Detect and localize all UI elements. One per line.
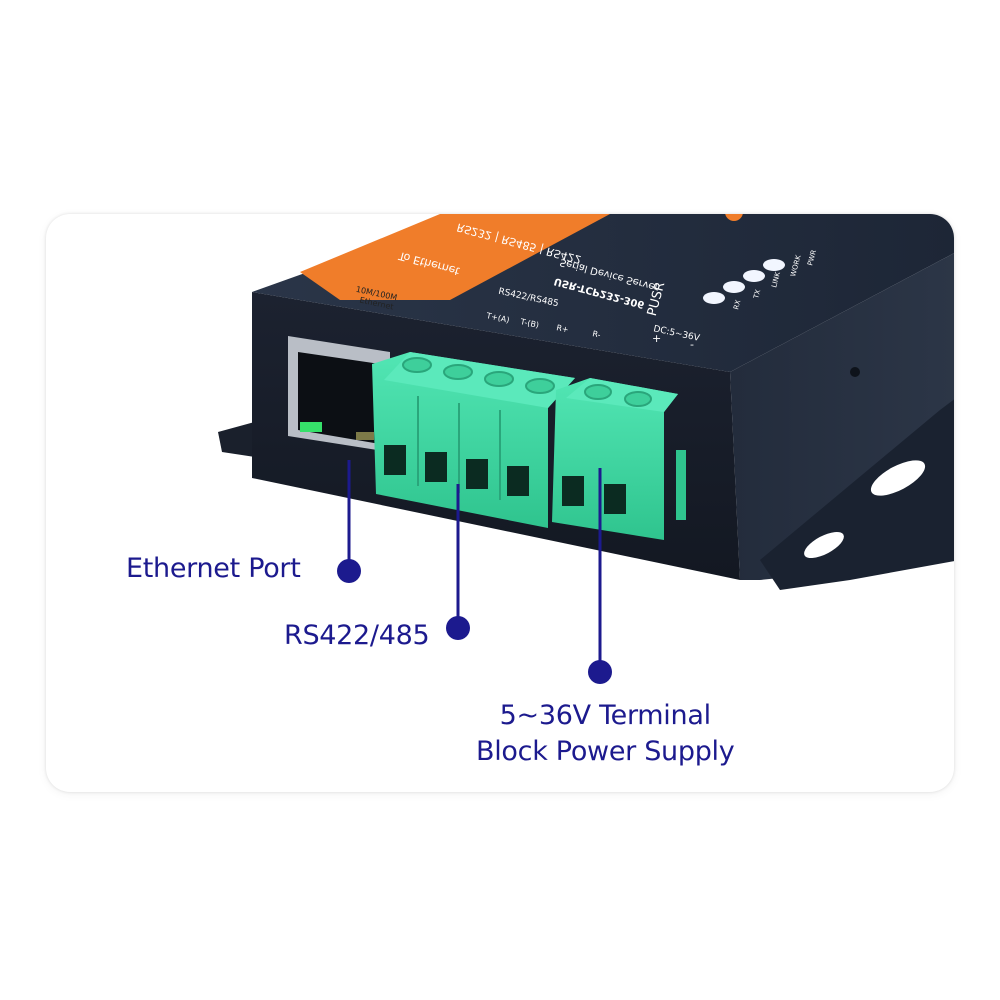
pin-label: R- [592, 329, 602, 340]
callout-dot-ethernet [337, 559, 361, 583]
ethernet-led-green [300, 422, 322, 432]
callout-power-supply: 5~36V Terminal Block Power Supply [476, 698, 735, 770]
orange-banner [300, 214, 610, 300]
ethernet-led-orange [356, 432, 374, 440]
pin-label: T-(B) [519, 317, 540, 330]
flange-slot [870, 460, 926, 496]
power-pin-label: + [652, 332, 661, 345]
led-label: PWR [806, 249, 818, 267]
callout-power-line1: 5~36V Terminal [499, 700, 711, 731]
flange-slot-lower [804, 531, 844, 559]
ethernet-port-socket [298, 352, 380, 444]
callout-rs485: RS422/485 [284, 620, 430, 651]
mounting-flange-left [218, 420, 262, 458]
callout-dot-power [588, 660, 612, 684]
mounting-flange-right [760, 395, 954, 590]
led-label: RX [732, 299, 742, 311]
power-pin-label: - [690, 338, 694, 351]
side-screw [850, 367, 860, 377]
callout-ethernet-port: Ethernet Port [126, 553, 301, 584]
led-label: TX [752, 288, 762, 300]
led-label: LINK [770, 271, 782, 289]
callout-power-line2: Block Power Supply [476, 736, 735, 767]
pin-label: R+ [556, 323, 570, 334]
callout-dot-rs485 [446, 616, 470, 640]
